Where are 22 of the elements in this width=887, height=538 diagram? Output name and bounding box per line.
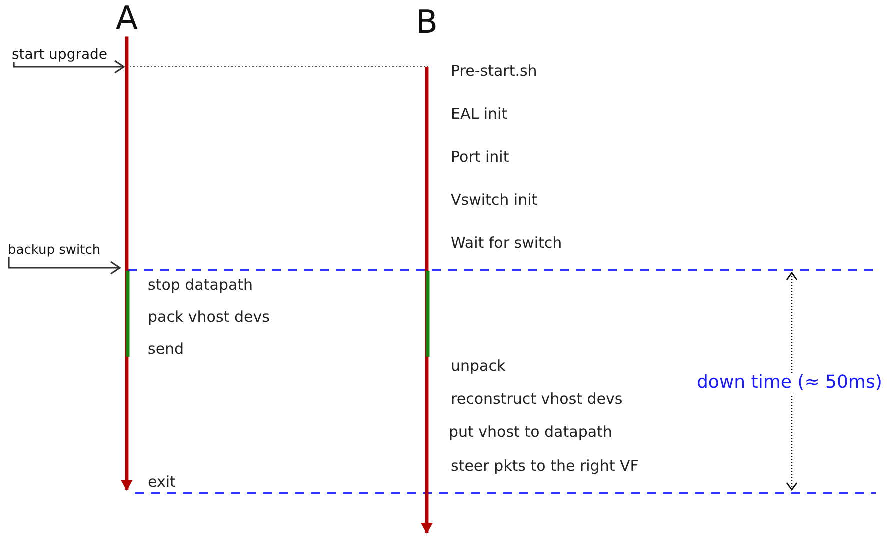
step-label: put vhost to datapath	[449, 424, 612, 442]
step-label: send	[148, 341, 184, 358]
arrow	[13, 60, 125, 74]
duration-label: down time (≈ 50ms)	[697, 373, 882, 394]
step-label: Pre-start.sh	[451, 63, 538, 80]
step-label: Vswitch init	[451, 192, 538, 210]
step-label: Port init	[451, 149, 510, 166]
step-label: unpack	[451, 358, 506, 376]
event-label: start upgrade	[12, 48, 108, 62]
step-label: pack vhost devs	[148, 309, 270, 326]
timeline-arrow	[420, 67, 433, 534]
lifeline-heading: A	[116, 0, 138, 37]
timeline-arrow	[120, 36, 133, 491]
step-label: EAL init	[451, 106, 508, 124]
step-label: reconstruct vhost devs	[451, 391, 623, 408]
step-label: stop datapath	[148, 277, 254, 294]
step-label: steer pkts to the right VF	[451, 458, 639, 476]
arrow	[8, 257, 121, 275]
lifeline-heading: B	[416, 4, 438, 41]
step-label: Wait for switch	[451, 235, 562, 252]
step-label: exit	[148, 474, 176, 492]
event-label: backup switch	[8, 244, 101, 257]
